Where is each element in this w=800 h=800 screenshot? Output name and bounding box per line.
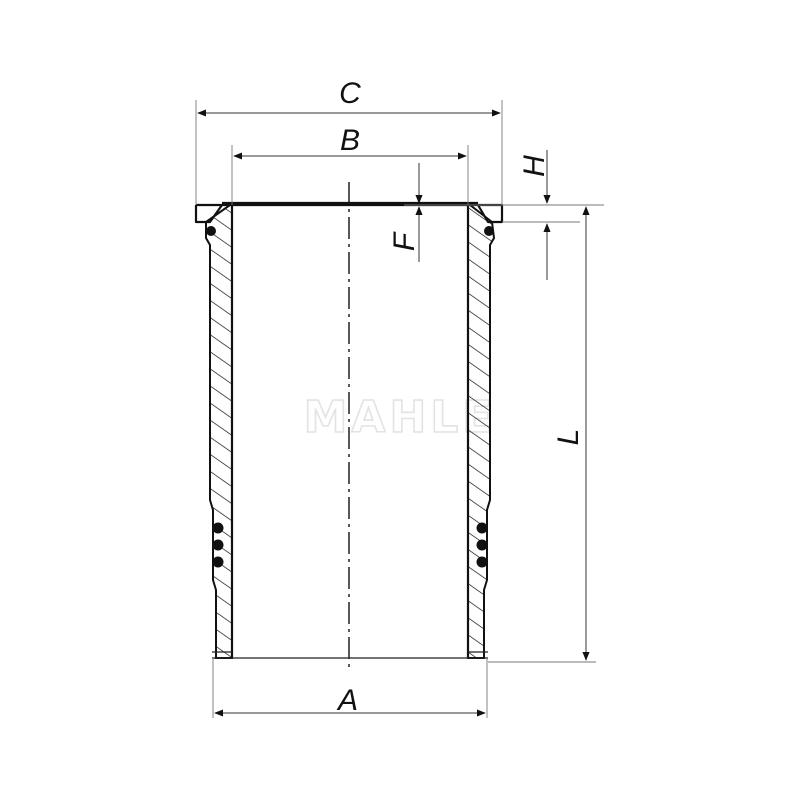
watermark-logo: MAHLE bbox=[304, 392, 497, 443]
lower-seal-ring-right-3 bbox=[476, 556, 488, 568]
top-seal-ring-left bbox=[206, 226, 216, 236]
dimension-h-label: H bbox=[518, 155, 551, 177]
lower-seal-ring-right-2 bbox=[476, 539, 488, 551]
dimension-c-label: C bbox=[339, 77, 361, 110]
dimension-f-label: F bbox=[388, 231, 421, 251]
liner-wall-right bbox=[467, 204, 496, 659]
dimension-b-label: B bbox=[340, 124, 360, 157]
dimension-l-label: L bbox=[552, 429, 585, 446]
lower-seal-ring-left-1 bbox=[212, 522, 224, 534]
liner-wall-left bbox=[205, 204, 233, 659]
lower-seal-ring-left-3 bbox=[212, 556, 224, 568]
top-seal-ring-right bbox=[484, 226, 494, 236]
dimension-a-label: A bbox=[336, 684, 358, 717]
lower-seal-ring-right-1 bbox=[476, 522, 488, 534]
lower-seal-ring-left-2 bbox=[212, 539, 224, 551]
